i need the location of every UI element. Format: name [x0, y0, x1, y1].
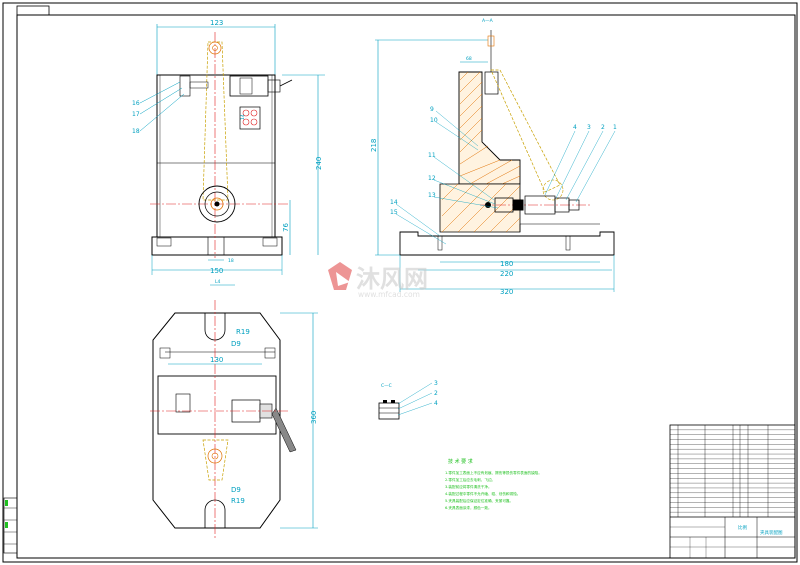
- dim-top-total-height: 360: [310, 411, 318, 424]
- part-number-18: 18: [132, 128, 140, 135]
- tech-requirements-title: 技 术 要 求: [448, 458, 473, 465]
- side-part-number-14: 14: [390, 199, 398, 206]
- title-block-name: 夹具装配图: [760, 529, 783, 536]
- detail-part-3: 3: [434, 380, 438, 387]
- side-part-number-10: 10: [430, 117, 438, 124]
- dim-top-d-top: D9: [231, 340, 241, 348]
- top-view: R19 D9 130 360 D9 R19: [150, 300, 318, 540]
- dim-front-height: 240: [315, 157, 323, 170]
- bom-table: 夹具装配图 比例: [669, 424, 796, 559]
- side-part-number-13: 13: [428, 192, 436, 199]
- watermark-logo: [328, 262, 352, 290]
- side-part-number-2: 2: [601, 124, 605, 131]
- dim-side-overall-length: 320: [500, 288, 513, 296]
- detail-tag: C—C: [381, 383, 392, 389]
- side-part-number-9: 9: [430, 106, 434, 113]
- detail-part-2: 2: [434, 390, 438, 397]
- tech-item-1: 1.零件加工表面上不应有划痕、擦伤等损伤零件表面的缺陷。: [445, 470, 542, 475]
- dim-top-r-bottom: R19: [231, 497, 245, 505]
- dim-side-top-offset: 68: [466, 56, 472, 62]
- detail-part-4: 4: [434, 400, 438, 407]
- side-part-number-1: 1: [613, 124, 617, 131]
- side-section-tag: A—A: [482, 18, 494, 24]
- tech-item-4: 4.装配过程中零件不允许磕、碰、划伤和锈蚀。: [445, 491, 520, 496]
- dim-front-top-width: 123: [210, 19, 223, 27]
- part-number-17: 17: [132, 111, 140, 118]
- dim-side-total-height: 218: [370, 139, 378, 152]
- side-part-number-11: 11: [428, 152, 436, 159]
- tech-item-6: 6.夹具表面涂漆，颜色一致。: [445, 505, 492, 510]
- dim-top-d-bottom: D9: [231, 486, 241, 494]
- watermark-brand: 沐风网: [356, 265, 428, 293]
- dim-front-small: 14: [240, 114, 246, 120]
- title-block-scale: 比例: [738, 524, 747, 531]
- dim-top-r-top: R19: [236, 328, 250, 336]
- detail-view-cc: C—C 3 2 4: [378, 380, 438, 420]
- tech-item-2: 2.零件加工后应去毛刺、飞边。: [445, 477, 495, 482]
- front-view: 123: [132, 19, 325, 286]
- side-part-number-3: 3: [587, 124, 591, 131]
- watermark-url: www.mfcad.com: [358, 290, 420, 299]
- dim-front-low: 76: [282, 223, 290, 232]
- dim-top-slot: 130: [210, 356, 223, 364]
- side-part-number-12: 12: [428, 175, 436, 182]
- dim-front-base-width: 150: [210, 267, 223, 275]
- side-section-view: A—A 218 68: [370, 18, 617, 296]
- watermark: 沐风网 www.mfcad.com: [328, 262, 428, 299]
- side-part-number-4: 4: [573, 124, 577, 131]
- tech-requirements: 技 术 要 求 1.零件加工表面上不应有划痕、擦伤等损伤零件表面的缺陷。 2.零…: [445, 458, 542, 510]
- dim-side-base-length: 220: [500, 270, 513, 278]
- top-left-label-box: [16, 5, 50, 16]
- dim-front-width-bottom: L4: [215, 279, 221, 285]
- binding-strip: [3, 497, 18, 554]
- dim-side-mid-length: 180: [500, 260, 513, 268]
- tech-item-5: 5.夹具装配后应保证定位准确、夹紧可靠。: [445, 498, 513, 503]
- side-part-number-15: 15: [390, 209, 398, 216]
- dim-front-base-slot: 18: [228, 258, 234, 264]
- tech-item-3: 3.装配前应将零件清洗干净。: [445, 484, 492, 489]
- sheet-inner-border: [16, 14, 796, 559]
- part-number-16: 16: [132, 100, 140, 107]
